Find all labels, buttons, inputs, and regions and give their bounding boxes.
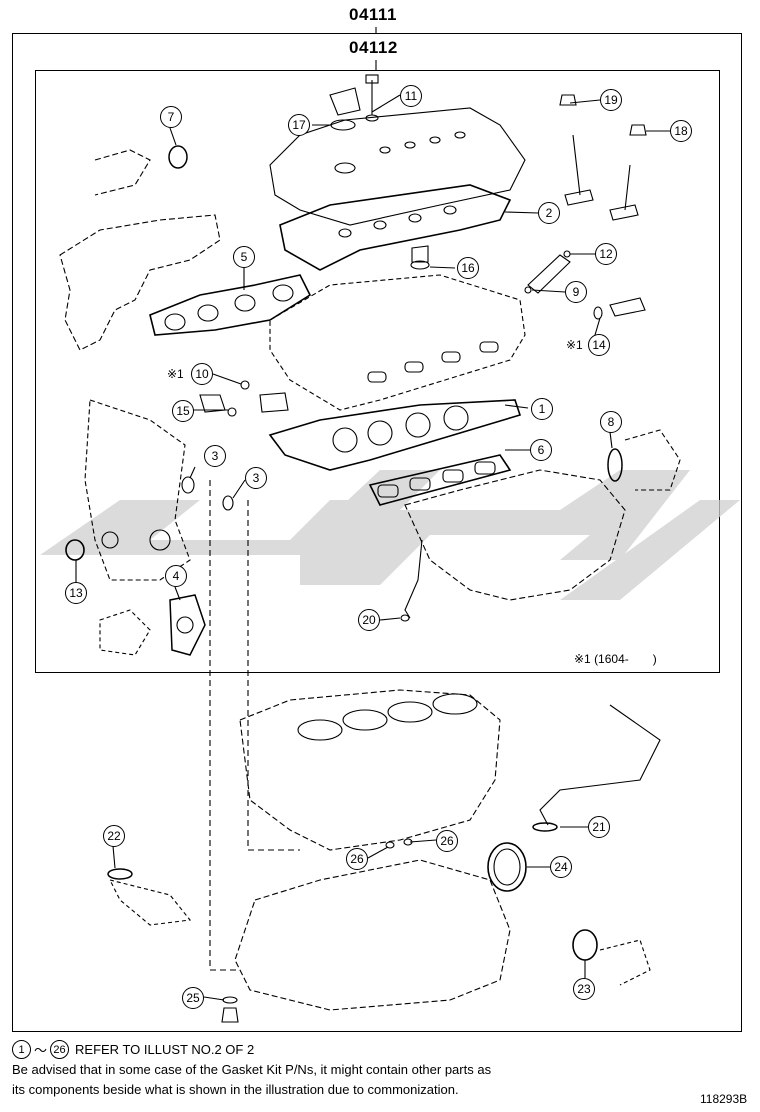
callout-8: 8 [600,411,622,433]
callout-10: 10 [191,363,213,385]
callout-1: 1 [531,398,553,420]
outer-kit-frame [12,33,742,1032]
callout-26a: 26 [436,830,458,852]
callout-14-mark: ※1 [566,338,583,352]
advice-line-2: its components beside what is shown in t… [12,1082,459,1097]
callout-23: 23 [573,978,595,1000]
callout-3a: 3 [204,445,226,467]
callout-5: 5 [233,246,255,268]
callout-14: 14 [588,334,610,356]
callout-10-mark: ※1 [167,367,184,381]
callout-24: 24 [550,856,572,878]
callout-18: 18 [670,120,692,142]
refer-line: 1 ～ 26 REFER TO ILLUST NO.2 OF 2 [12,1040,254,1059]
callout-13: 13 [65,582,87,604]
outer-kit-code: 04111 [349,5,397,24]
range-end-callout: 26 [50,1040,70,1059]
inner-kit-frame [35,70,720,673]
inner-kit-code: 04112 [349,38,398,57]
refer-text: REFER TO ILLUST NO.2 OF 2 [75,1042,255,1057]
callout-4: 4 [165,565,187,587]
callout-20: 20 [358,609,380,631]
callout-26b: 26 [346,848,368,870]
range-separator: ～ [34,1043,48,1058]
callout-2: 2 [538,202,560,224]
callout-25: 25 [182,987,204,1009]
production-date-note: ※1 (1604- ) [574,652,657,666]
callout-7: 7 [160,106,182,128]
callout-15: 15 [172,400,194,422]
range-start-callout: 1 [12,1040,31,1059]
advice-line-1: Be advised that in some case of the Gask… [12,1062,492,1077]
callout-12: 12 [595,243,617,265]
callout-16: 16 [457,257,479,279]
callout-3b: 3 [245,467,267,489]
callout-17: 17 [288,114,310,136]
callout-6: 6 [530,439,552,461]
callout-19: 19 [600,89,622,111]
callout-9: 9 [565,281,587,303]
figure-id: 118293B [700,1092,748,1106]
callout-22: 22 [103,825,125,847]
watermark-logo [40,470,740,600]
callout-21: 21 [588,816,610,838]
callout-11: 11 [400,85,422,107]
